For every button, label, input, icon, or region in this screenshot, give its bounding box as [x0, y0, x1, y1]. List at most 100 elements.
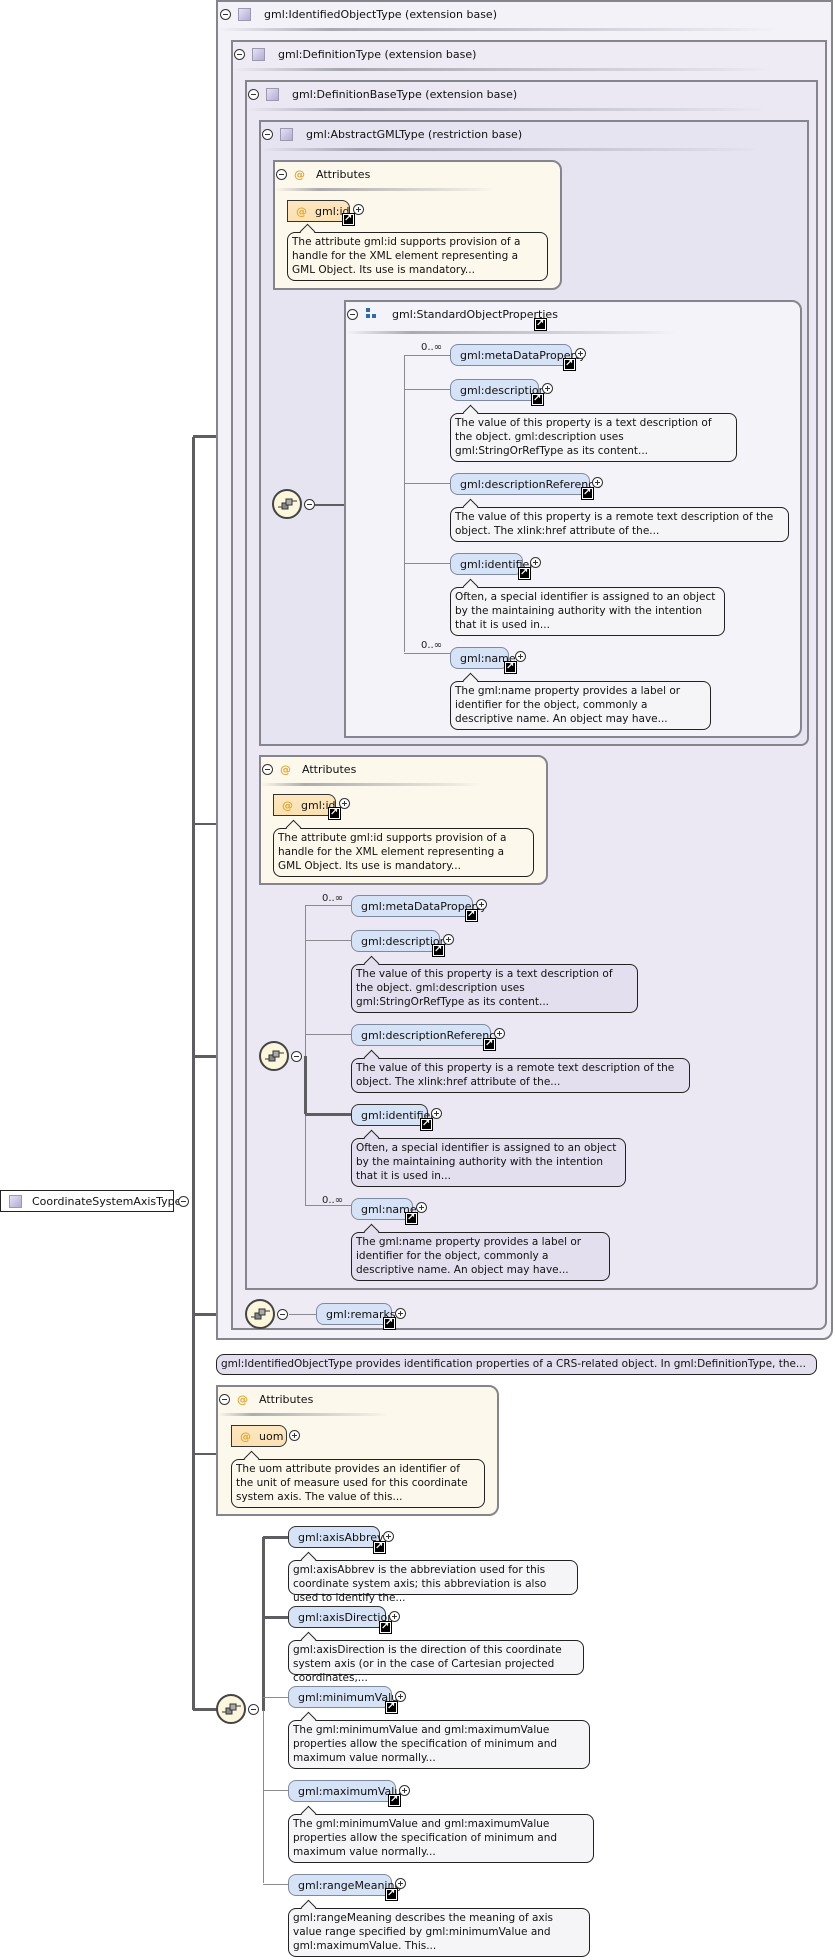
- reference-link-icon[interactable]: [383, 1316, 396, 1330]
- expand-button[interactable]: [383, 1531, 394, 1542]
- element-gml-axisdirection[interactable]: gml:axisDirection: [288, 1606, 394, 1628]
- branch-line: [263, 1884, 289, 1885]
- header-divider: [261, 783, 481, 786]
- expand-button[interactable]: [592, 477, 603, 488]
- reference-link-icon[interactable]: [483, 1037, 496, 1051]
- reference-link-icon[interactable]: [518, 566, 531, 580]
- element-documentation: gml:axisDirection is the direction of th…: [288, 1640, 584, 1684]
- expand-button[interactable]: [395, 1308, 406, 1319]
- element-documentation: The value of this property is a text des…: [351, 964, 638, 1013]
- element-gml-description[interactable]: gml:description: [351, 930, 447, 952]
- identified-object-type-header: gml:IdentifiedObjectType (extension base…: [220, 5, 497, 23]
- expand-button[interactable]: [399, 1785, 410, 1796]
- expand-button[interactable]: [515, 651, 526, 662]
- collapse-sequence-button[interactable]: [304, 499, 315, 510]
- connector-line: [315, 504, 359, 506]
- element-documentation: gml:axisAbbrev is the abbreviation used …: [288, 1560, 578, 1604]
- element-name: gml:remarks: [326, 1307, 396, 1321]
- header-divider: [233, 68, 773, 71]
- definition-base-type-header: gml:DefinitionBaseType (extension base): [248, 85, 517, 103]
- attributes-header: @ Attributes: [276, 165, 370, 183]
- expand-button[interactable]: [443, 934, 454, 945]
- branch-line-bold: [262, 1537, 265, 1711]
- collapse-sequence-button[interactable]: [248, 1704, 259, 1715]
- expand-button[interactable]: [494, 1028, 505, 1039]
- expand-button[interactable]: [289, 1430, 300, 1441]
- collapse-attributes-button[interactable]: [262, 763, 273, 775]
- attribute-gml-id[interactable]: @ gml:id: [287, 200, 350, 222]
- expand-button[interactable]: [353, 204, 364, 215]
- element-gml-name[interactable]: gml:name: [450, 647, 516, 669]
- reference-link-icon[interactable]: [563, 357, 576, 371]
- reference-link-icon[interactable]: [432, 943, 445, 957]
- branch-line: [404, 563, 451, 564]
- branch-line: [305, 905, 306, 1205]
- reference-link-icon[interactable]: [534, 317, 547, 331]
- attribute-gml-id[interactable]: @ gml:id: [273, 794, 336, 816]
- collapse-sequence-button[interactable]: [291, 1051, 302, 1062]
- collapse-group-button[interactable]: [347, 308, 358, 320]
- element-gml-metadataproperty[interactable]: gml:metaDataProperty: [450, 344, 586, 366]
- attributes-title: Attributes: [302, 762, 357, 776]
- reference-link-icon[interactable]: [581, 486, 594, 500]
- element-gml-descriptionreference[interactable]: gml:descriptionReference: [351, 1024, 502, 1046]
- attribute-icon: @: [282, 798, 293, 812]
- reference-link-icon[interactable]: [420, 1117, 433, 1131]
- reference-link-icon[interactable]: [405, 1211, 418, 1225]
- expand-button[interactable]: [416, 1202, 427, 1213]
- attribute-uom[interactable]: @ uom: [231, 1425, 287, 1447]
- expand-button[interactable]: [431, 1108, 442, 1119]
- collapse-identified-button[interactable]: [220, 8, 231, 20]
- reference-link-icon[interactable]: [342, 212, 355, 226]
- element-gml-remarks[interactable]: gml:remarks: [316, 1303, 396, 1325]
- attribute-icon: @: [280, 762, 291, 776]
- collapse-root-button[interactable]: [178, 1196, 189, 1207]
- element-gml-axisabbrev[interactable]: gml:axisAbbrev: [288, 1526, 384, 1548]
- collapse-abstract-gml-button[interactable]: [262, 128, 273, 140]
- sequence-compositor[interactable]: [259, 1041, 289, 1071]
- expand-button[interactable]: [575, 348, 586, 359]
- element-gml-description[interactable]: gml:description: [450, 379, 546, 401]
- reference-link-icon[interactable]: [388, 1793, 401, 1807]
- element-name: gml:metaDataProperty: [460, 348, 586, 362]
- element-documentation: The value of this property is a remote t…: [351, 1058, 690, 1093]
- element-name: gml:descriptionReference: [361, 1028, 503, 1042]
- expand-button[interactable]: [395, 1878, 406, 1889]
- element-gml-name[interactable]: gml:name: [351, 1198, 417, 1220]
- reference-link-icon[interactable]: [465, 908, 478, 922]
- expand-button[interactable]: [530, 557, 541, 568]
- collapse-definition-button[interactable]: [234, 48, 245, 60]
- collapse-attributes-button[interactable]: [219, 1393, 230, 1405]
- element-documentation: The gml:minimumValue and gml:maximumValu…: [288, 1720, 590, 1769]
- attribute-documentation: The uom attribute provides an identifier…: [231, 1459, 485, 1508]
- element-gml-minimumvalue[interactable]: gml:minimumValue: [288, 1686, 405, 1708]
- sequence-compositor[interactable]: [272, 489, 302, 519]
- expand-button[interactable]: [476, 899, 487, 910]
- reference-link-icon[interactable]: [328, 806, 341, 820]
- reference-link-icon[interactable]: [379, 1620, 392, 1634]
- element-gml-metadataproperty[interactable]: gml:metaDataProperty: [351, 895, 487, 917]
- root-type-node[interactable]: CoordinateSystemAxisType: [0, 1190, 181, 1212]
- expand-button[interactable]: [339, 798, 350, 809]
- expand-button[interactable]: [389, 1611, 400, 1622]
- element-gml-descriptionreference[interactable]: gml:descriptionReference: [450, 473, 601, 495]
- attributes-title: Attributes: [316, 167, 371, 181]
- reference-link-icon[interactable]: [385, 1700, 398, 1714]
- reference-link-icon[interactable]: [385, 1887, 398, 1901]
- sequence-compositor[interactable]: [216, 1694, 246, 1724]
- reference-link-icon[interactable]: [504, 660, 517, 674]
- element-gml-maximumvalue[interactable]: gml:maximumValue: [288, 1780, 408, 1802]
- attribute-icon: @: [237, 1392, 248, 1406]
- collapse-sequence-button[interactable]: [277, 1309, 288, 1320]
- collapse-definition-base-button[interactable]: [248, 88, 259, 100]
- element-gml-identifier[interactable]: gml:identifier: [351, 1104, 435, 1126]
- expand-button[interactable]: [542, 383, 553, 394]
- reference-link-icon[interactable]: [373, 1540, 386, 1554]
- sequence-compositor[interactable]: [245, 1299, 275, 1329]
- element-gml-rangemeaning[interactable]: gml:rangeMeaning: [288, 1874, 401, 1896]
- expand-button[interactable]: [395, 1691, 406, 1702]
- branch-line: [404, 389, 451, 390]
- reference-link-icon[interactable]: [531, 392, 544, 406]
- collapse-attributes-button[interactable]: [276, 168, 287, 180]
- element-gml-identifier[interactable]: gml:identifier: [450, 553, 534, 575]
